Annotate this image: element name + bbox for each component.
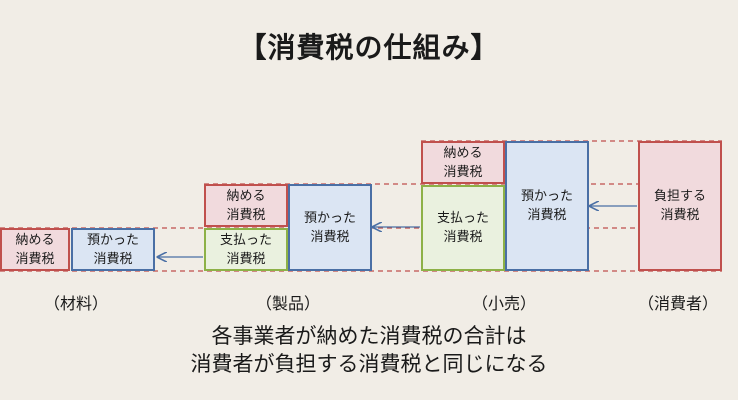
stage-label-material: （材料） [43,294,108,313]
product-paid-tax: 納める 消費税 [204,184,288,227]
retail-supplier-tax: 支払った 消費税 [421,185,505,271]
material-received-tax: 預かった 消費税 [71,228,155,271]
material-paid-tax: 納める 消費税 [0,228,70,271]
summary-line-2: 消費者が負担する消費税と同じになる [190,352,548,376]
summary-line-1: 各事業者が納めた消費税の合計は [211,324,527,348]
stage-label-retail: （小売） [471,294,536,313]
stage-label-consumer: （消費者） [637,294,718,313]
stage-label-product: （製品） [255,294,320,313]
page-title: 【消費税の仕組み】 [238,31,500,64]
summary-text: 各事業者が納めた消費税の合計は 消費者が負担する消費税と同じになる [0,322,738,378]
retail-paid-tax: 納める 消費税 [421,141,505,184]
product-supplier-tax: 支払った 消費税 [204,228,288,271]
consumer-burden-tax: 負担する 消費税 [638,141,722,271]
retail-received-tax: 預かった 消費税 [505,141,589,271]
product-received-tax: 預かった 消費税 [288,184,372,271]
